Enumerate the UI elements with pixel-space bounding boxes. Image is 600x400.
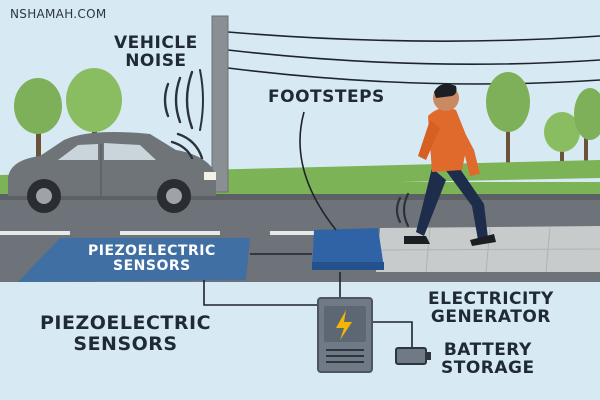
vehicle-noise-label: VEHICLE NOISE	[114, 33, 198, 72]
battery-storage-label: BATTERY STORAGE	[441, 340, 535, 379]
road-sensor-label: PIEZOELECTRIC SENSORS	[88, 243, 216, 275]
electricity-generator-label: ELECTRICITY GENERATOR	[428, 289, 554, 328]
pedestrian	[404, 84, 496, 246]
watermark-text: NSHAMAH.COM	[10, 7, 107, 21]
footsteps-label: FOOTSTEPS	[268, 87, 385, 107]
trees-right	[486, 72, 600, 170]
power-lines	[227, 31, 600, 85]
utility-pole	[212, 16, 228, 192]
battery-icon	[395, 347, 431, 365]
generator-box	[317, 297, 373, 373]
sensor-band-road	[18, 238, 250, 282]
trees-left	[14, 68, 122, 158]
piezoelectric-sensors-label: PIEZOELECTRIC SENSORS	[40, 312, 212, 355]
sensor-block	[312, 228, 384, 270]
noise-waves-icon	[163, 69, 204, 160]
car	[8, 132, 216, 213]
footstep-waves-icon	[395, 192, 410, 228]
lightning-bolt-icon	[336, 310, 352, 340]
